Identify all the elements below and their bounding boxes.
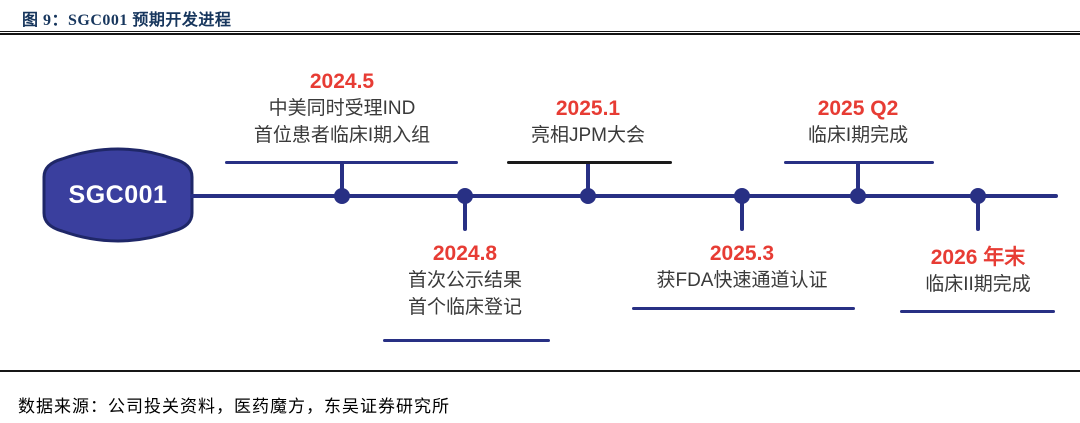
figure-title: 图 9：SGC001 预期开发进程 [22, 12, 232, 29]
timeline-dot [457, 188, 473, 204]
milestone-date: 2026 年末 [930, 246, 1026, 269]
milestone-underline [900, 310, 1055, 313]
milestone-text: 临床II期完成 [925, 274, 1031, 295]
milestone-connector [976, 196, 980, 231]
timeline-dot [850, 188, 866, 204]
milestone-date: 2025.3 [709, 242, 775, 265]
milestone-text: 首个临床登记 [407, 297, 522, 318]
milestone-connector [586, 162, 590, 198]
milestone-date: 2024.8 [432, 242, 498, 265]
milestone-underline [632, 307, 855, 310]
milestone-text: 首次公示结果 [407, 270, 522, 291]
milestone-2024-5: 2024.5 中美同时受理IND 首位患者临床I期入组 [222, 69, 462, 149]
milestone-date: 2024.5 [309, 70, 375, 93]
milestone-text: 获FDA快速通道认证 [656, 270, 828, 291]
milestone-connector [856, 162, 860, 198]
milestone-text: 临床I期完成 [807, 125, 909, 146]
milestone-2025-q2: 2025 Q2 临床I期完成 [758, 96, 958, 149]
milestone-text: 中美同时受理IND [268, 98, 416, 119]
milestone-2025-3: 2025.3 获FDA快速通道认证 [622, 241, 862, 294]
milestone-connector [740, 196, 744, 231]
footer-divider [0, 370, 1080, 372]
timeline-dot [970, 188, 986, 204]
node-shape-icon [42, 147, 194, 243]
milestone-connector [463, 196, 467, 231]
timeline-axis [190, 194, 1058, 198]
timeline-dot [734, 188, 750, 204]
milestone-text: 首位患者临床I期入组 [253, 125, 431, 146]
node-label: SGC001 [68, 180, 168, 209]
milestone-2024-8: 2024.8 首次公示结果 首个临床登记 [365, 241, 565, 321]
milestone-underline-black [507, 161, 672, 164]
sgc001-node: SGC001 [42, 147, 194, 243]
source-note: 数据来源：公司投关资料，医药魔方，东吴证券研究所 [18, 397, 450, 416]
milestone-underline [383, 339, 550, 342]
milestone-2025-1: 2025.1 亮相JPM大会 [488, 96, 688, 149]
milestone-date: 2025 Q2 [817, 97, 899, 120]
timeline-dot [334, 188, 350, 204]
milestone-2026-year-end: 2026 年末 临床II期完成 [878, 245, 1078, 298]
timeline-dot [580, 188, 596, 204]
milestone-connector [340, 162, 344, 198]
title-divider [0, 31, 1080, 35]
milestone-underline [784, 161, 934, 164]
milestone-date: 2025.1 [555, 97, 621, 120]
milestone-text: 亮相JPM大会 [530, 125, 645, 146]
milestone-underline [225, 161, 458, 164]
